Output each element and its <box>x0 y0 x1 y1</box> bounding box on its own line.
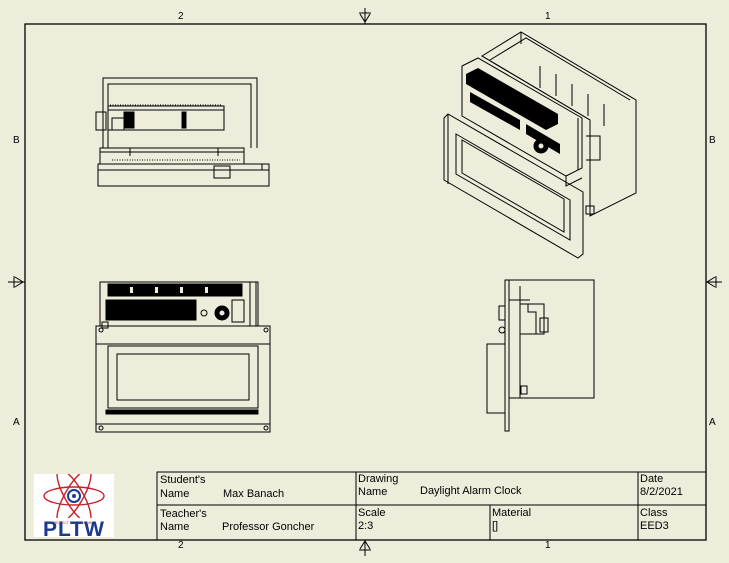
top-view <box>95 77 270 187</box>
isometric-view <box>443 31 637 259</box>
front-view <box>95 281 271 433</box>
date-value: 8/2/2021 <box>640 486 683 498</box>
student-name: Max Banach <box>223 488 285 500</box>
zone-label-top-right: 1 <box>545 11 551 22</box>
date-label: Date <box>640 473 664 485</box>
center-mark-left <box>8 276 25 288</box>
pltw-logo: PROJECT LEAD THE WAY PLTW <box>34 474 114 541</box>
student-header: Student's <box>160 474 206 486</box>
teacher-name-label: Name <box>160 521 190 533</box>
class-value: EED3 <box>640 520 669 532</box>
side-view <box>486 279 595 432</box>
zone-label-right-upper: B <box>709 135 716 146</box>
zone-label-left-lower: A <box>13 417 20 428</box>
title-block-lines <box>156 471 707 541</box>
class-label: Class <box>640 507 668 519</box>
center-mark-right <box>706 276 722 288</box>
logo-tagline: PROJECT LEAD THE WAY <box>52 521 96 525</box>
zone-label-top-left: 2 <box>178 11 184 22</box>
material-label: Material <box>492 507 532 519</box>
zone-label-left-upper: B <box>13 135 20 146</box>
drawing-name: Daylight Alarm Clock <box>420 485 522 497</box>
zone-label-bottom-left: 2 <box>178 540 184 551</box>
scale-value: 2:3 <box>358 520 374 532</box>
material-value: [] <box>492 520 499 532</box>
center-mark-bottom <box>359 540 371 556</box>
scale-label: Scale <box>358 507 386 519</box>
center-mark-top <box>359 8 371 24</box>
zone-label-right-lower: A <box>709 417 716 428</box>
student-name-label: Name <box>160 488 190 500</box>
atom-icon <box>43 474 105 518</box>
drawing-name-label: Name <box>358 486 388 498</box>
drawing-header: Drawing <box>358 473 399 485</box>
logo-text: PLTW <box>43 518 105 541</box>
teacher-header: Teacher's <box>160 508 207 520</box>
zone-label-bottom-right: 1 <box>545 540 551 551</box>
teacher-name: Professor Goncher <box>222 521 315 533</box>
